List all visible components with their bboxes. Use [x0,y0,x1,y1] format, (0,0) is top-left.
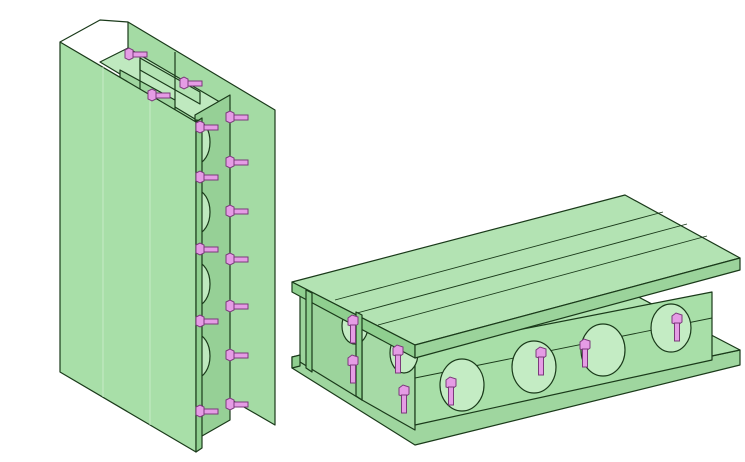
vertical-assembly [59,19,276,453]
main-web [414,291,713,426]
